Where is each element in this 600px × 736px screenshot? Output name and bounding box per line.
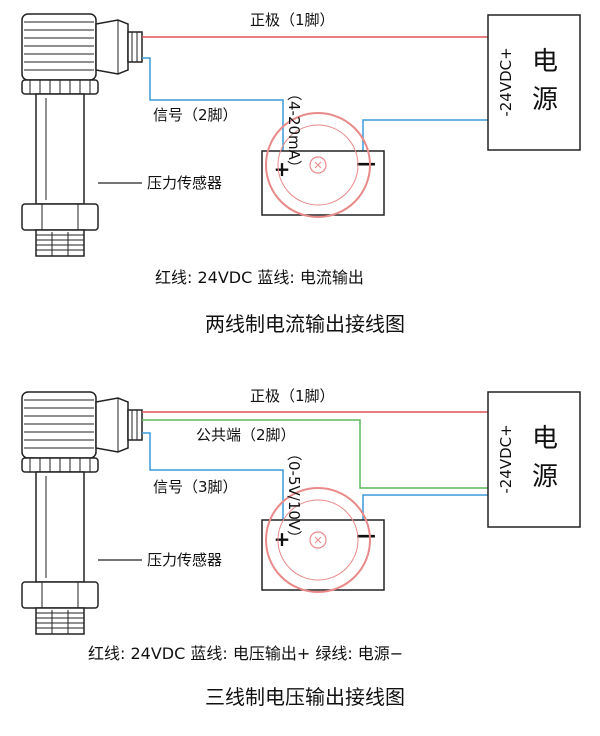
signal-wire-label-2: 信号（3脚） bbox=[153, 478, 238, 496]
power-supply-box-1 bbox=[487, 14, 581, 151]
meter-minus-2: — bbox=[356, 523, 376, 547]
range-label-2: （0-5V/10V） bbox=[285, 446, 303, 545]
green-wire-2 bbox=[142, 419, 488, 489]
pressure-sensor-image-1 bbox=[21, 13, 143, 257]
signal-wire-label-1: 信号（2脚） bbox=[153, 106, 238, 124]
supply-voltage-2: -24VDC+ bbox=[497, 424, 515, 493]
meter-minus-1: — bbox=[356, 151, 376, 175]
meter-box-1 bbox=[261, 150, 385, 216]
three-wire-diagram: + — -24VDC+ 电 源 正极（1脚） 公共端（2脚） 信号（3脚） （0… bbox=[21, 387, 581, 709]
blue-signal-wire-1 bbox=[142, 57, 284, 151]
positive-wire-label-1: 正极（1脚） bbox=[250, 11, 335, 29]
blue-return-wire-2 bbox=[362, 494, 488, 520]
supply-name-1b: 源 bbox=[532, 85, 558, 115]
diagram-title-1: 两线制电流输出接线图 bbox=[205, 312, 405, 336]
supply-name-2b: 源 bbox=[532, 462, 558, 492]
diagram-title-2: 三线制电压输出接线图 bbox=[205, 685, 405, 709]
supply-name-2a: 电 bbox=[532, 424, 558, 454]
positive-wire-label-2: 正极（1脚） bbox=[250, 387, 335, 405]
meter-plus-2: + bbox=[274, 527, 291, 551]
wire-legend-2: 红线: 24VDC 蓝线: 电压输出+ 绿线: 电源− bbox=[88, 644, 403, 663]
wire-legend-1: 红线: 24VDC 蓝线: 电流输出 bbox=[155, 268, 364, 287]
blue-signal-wire-2 bbox=[142, 432, 284, 520]
two-wire-diagram: + — -24VDC+ 电 源 正极（1脚） 信号（2脚） （4-20mA） 压… bbox=[21, 11, 581, 336]
supply-name-1a: 电 bbox=[532, 47, 558, 77]
supply-voltage-1: -24VDC+ bbox=[497, 47, 515, 116]
power-supply-box-2 bbox=[487, 391, 581, 528]
common-wire-label-2: 公共端（2脚） bbox=[196, 426, 296, 444]
range-label-1: （4-20mA） bbox=[285, 86, 303, 175]
sensor-label-2: 压力传感器 bbox=[147, 551, 222, 569]
pressure-sensor-image-2 bbox=[21, 391, 143, 635]
sensor-label-1: 压力传感器 bbox=[147, 174, 222, 192]
blue-return-wire-1 bbox=[362, 119, 488, 151]
